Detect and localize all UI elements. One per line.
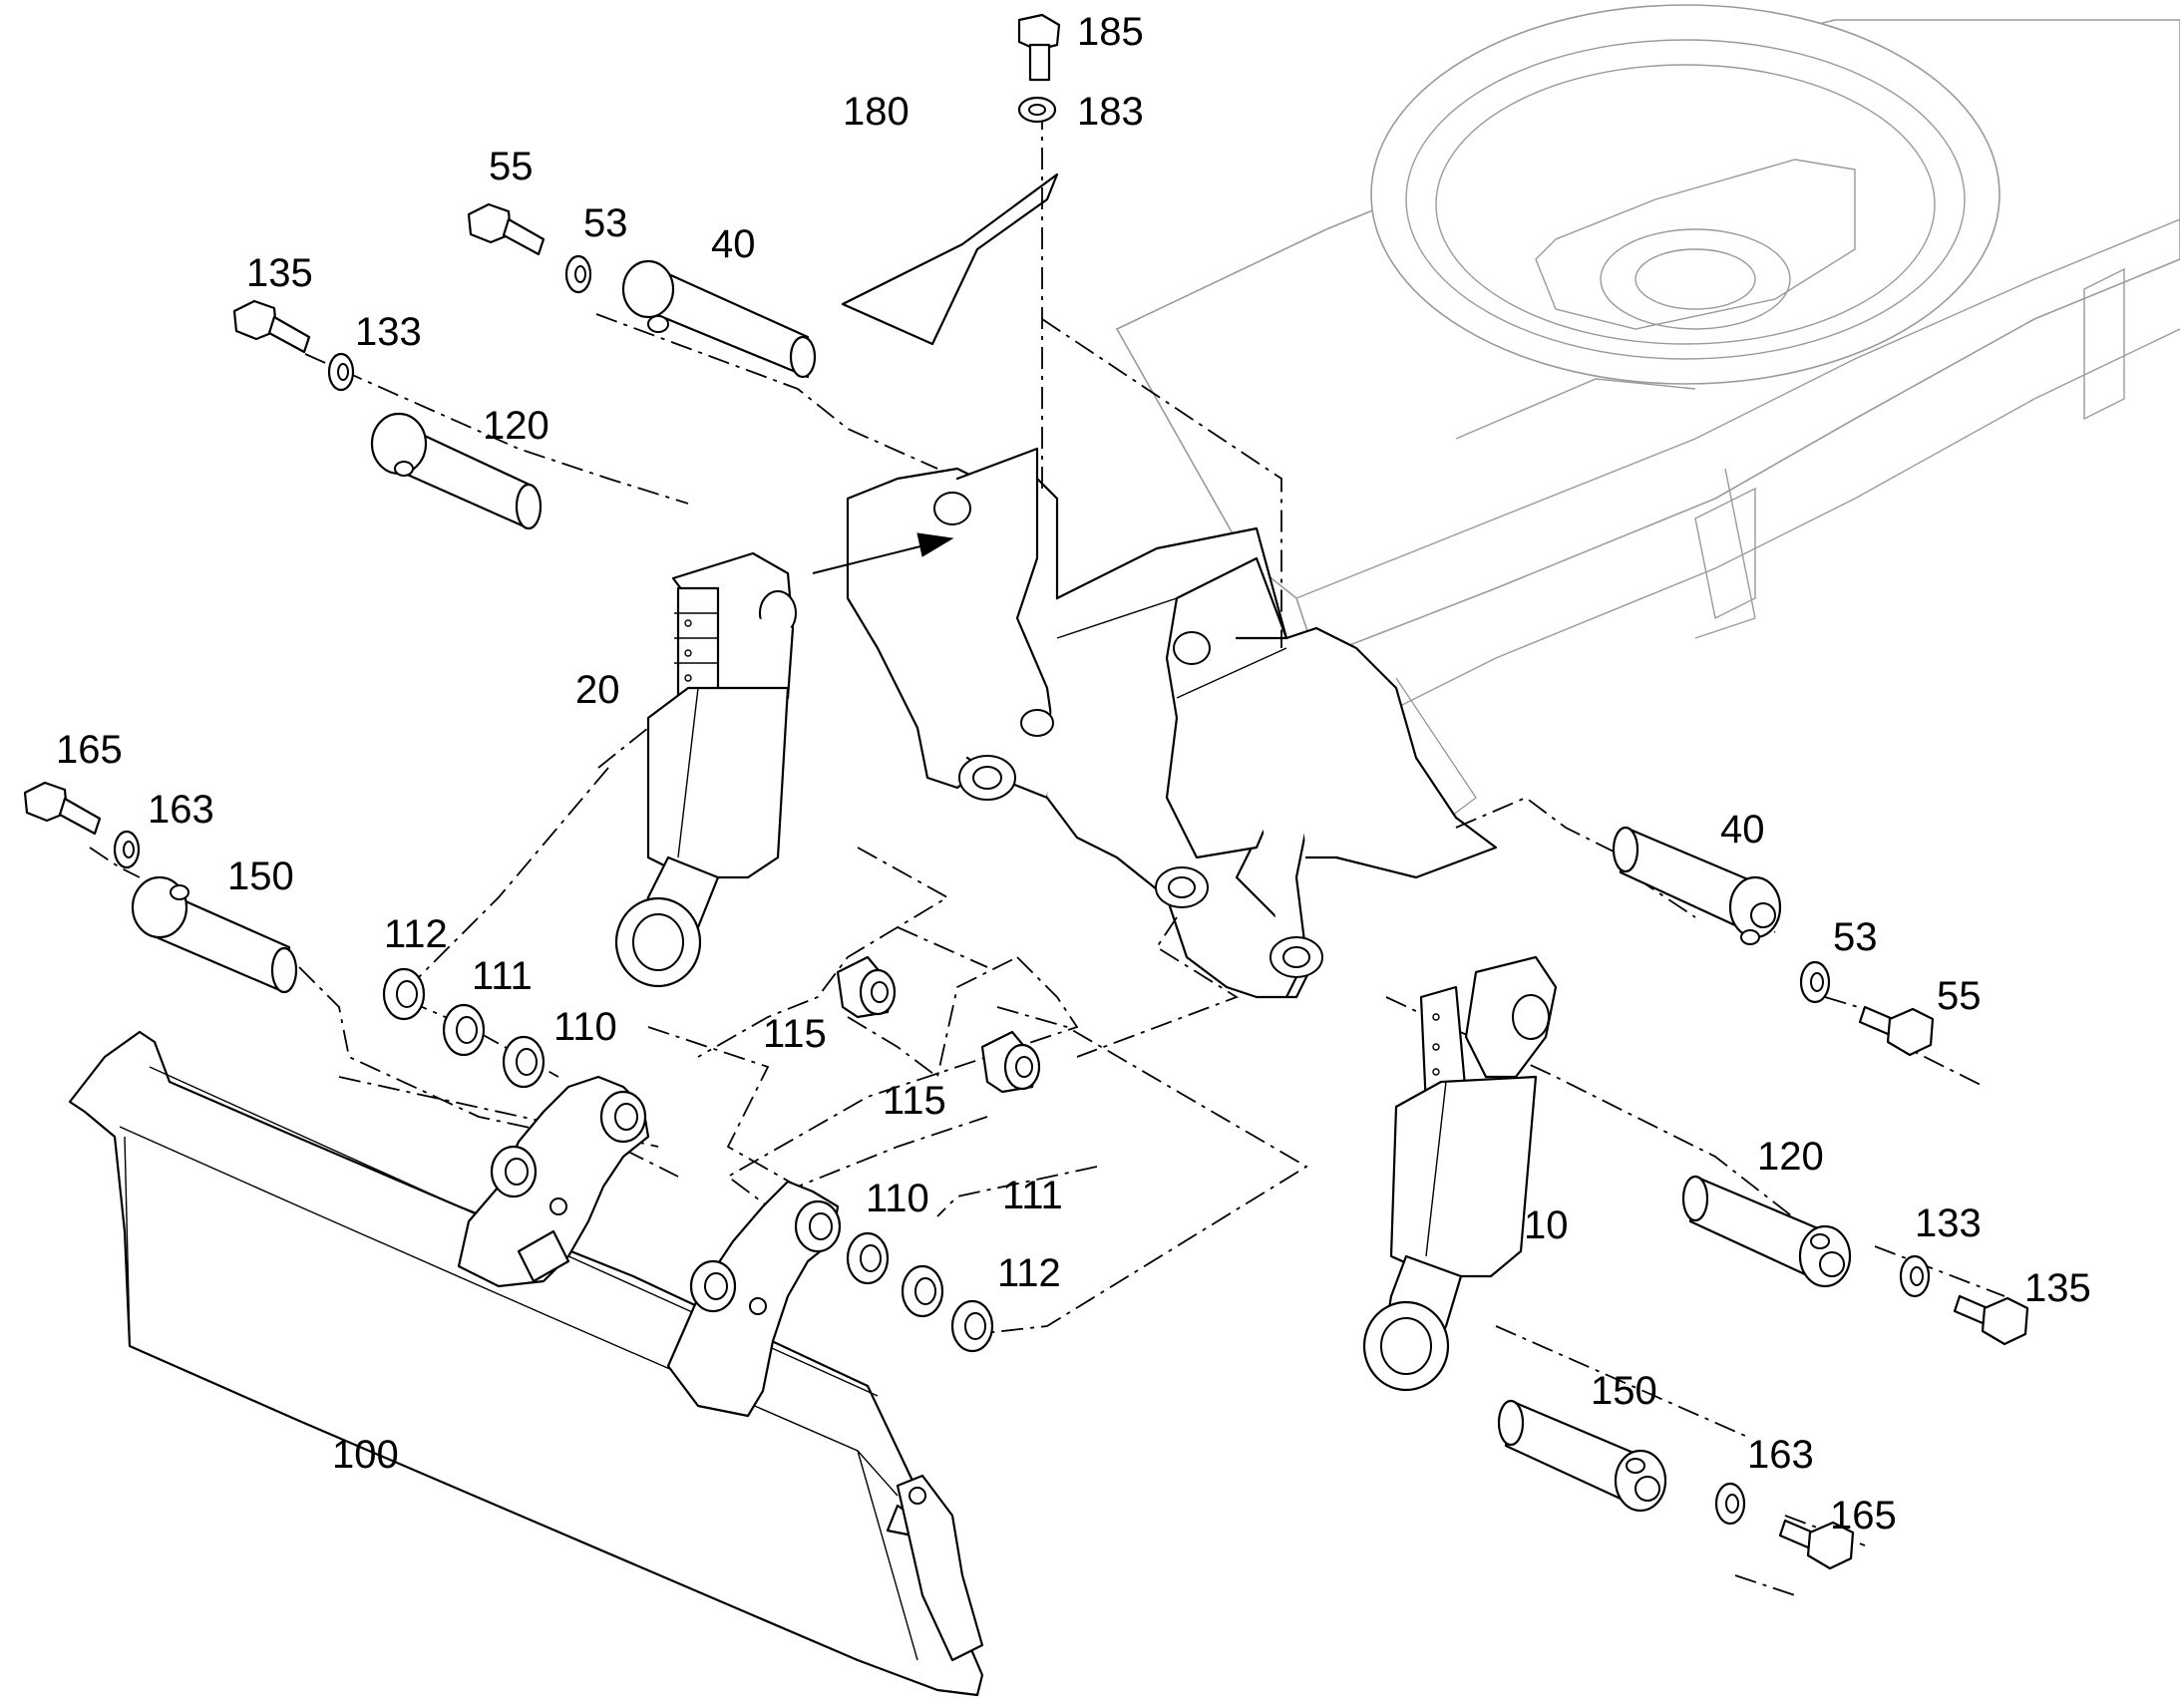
pin-150-right: [1497, 1399, 1667, 1513]
callout-135: 135: [2024, 1266, 2091, 1310]
callout-111: 111: [472, 954, 533, 998]
blade-mounting-bracket: [841, 172, 1498, 999]
hydraulic-cylinder-20: [614, 551, 797, 988]
callout-110: 110: [866, 1177, 929, 1220]
callout-111: 111: [1002, 1174, 1063, 1217]
callout-115: 115: [763, 1012, 827, 1056]
bolt-135-left: [232, 299, 311, 354]
hydraulic-cylinder-10: [1362, 955, 1558, 1392]
bolt-55-right: [1858, 1005, 1935, 1057]
direction-arrow: [812, 532, 954, 574]
callout-115: 115: [883, 1079, 946, 1123]
callout-20: 20: [575, 668, 620, 712]
callout-183: 183: [1077, 90, 1144, 134]
callout-180: 180: [843, 90, 909, 134]
washer-133-left: [327, 352, 355, 392]
callout-120: 120: [1757, 1135, 1824, 1179]
washer-53-left: [564, 254, 592, 294]
bushing-115-left: [836, 955, 897, 1019]
callout-53: 53: [1833, 915, 1878, 959]
bolt-55-left: [467, 202, 545, 256]
callout-labels: 185 183 180 55 53 40 135 133 120 20 165 …: [56, 10, 2091, 1537]
callout-112: 112: [384, 912, 448, 956]
bolt-185: [1017, 13, 1061, 82]
cover-plate: [841, 172, 1059, 346]
callout-110: 110: [553, 1005, 617, 1049]
callout-135: 135: [246, 251, 313, 295]
bushing-115-right: [980, 1030, 1041, 1094]
dozer-blade-100: [68, 1030, 984, 1697]
washer-133-right: [1899, 1254, 1931, 1298]
callout-100: 100: [332, 1433, 399, 1477]
washers: [113, 96, 1931, 1526]
callout-150: 150: [227, 854, 294, 898]
callout-40: 40: [1720, 808, 1765, 852]
callout-165: 165: [56, 728, 123, 772]
washer-111-left: [442, 1003, 486, 1057]
pin-120-right: [1681, 1175, 1852, 1288]
callout-163: 163: [148, 788, 214, 832]
washer-110-left: [502, 1035, 545, 1089]
pin-150-left: [131, 875, 298, 994]
pin-40-left: [621, 259, 817, 379]
callout-120: 120: [483, 404, 549, 448]
callout-55: 55: [1937, 974, 1982, 1018]
washer-163-left: [113, 830, 141, 869]
washer-183: [1017, 96, 1057, 124]
callout-150: 150: [1591, 1369, 1657, 1413]
callout-40: 40: [711, 222, 756, 266]
callout-185: 185: [1077, 10, 1144, 54]
callout-10: 10: [1524, 1203, 1569, 1247]
bolt-135-right: [1953, 1294, 2029, 1346]
washer-112-right: [950, 1299, 994, 1353]
callout-165: 165: [1830, 1494, 1897, 1537]
washer-53-right: [1799, 960, 1831, 1004]
washer-163-right: [1714, 1482, 1746, 1526]
washer-111-right: [901, 1264, 944, 1318]
callout-53: 53: [583, 201, 628, 245]
callout-163: 163: [1747, 1433, 1814, 1477]
pin-40-right: [1612, 826, 1782, 945]
washer-112-left: [382, 967, 426, 1021]
callout-133: 133: [1915, 1201, 1982, 1245]
bolt-165-left: [23, 781, 102, 836]
callout-55: 55: [489, 145, 534, 188]
undercarriage-frame: [1115, 4, 2180, 829]
callout-133: 133: [355, 310, 422, 354]
callout-112: 112: [997, 1251, 1061, 1295]
pin-120-left: [370, 412, 543, 530]
bolt-165-right: [1778, 1519, 1855, 1570]
washer-110-right: [846, 1231, 890, 1285]
